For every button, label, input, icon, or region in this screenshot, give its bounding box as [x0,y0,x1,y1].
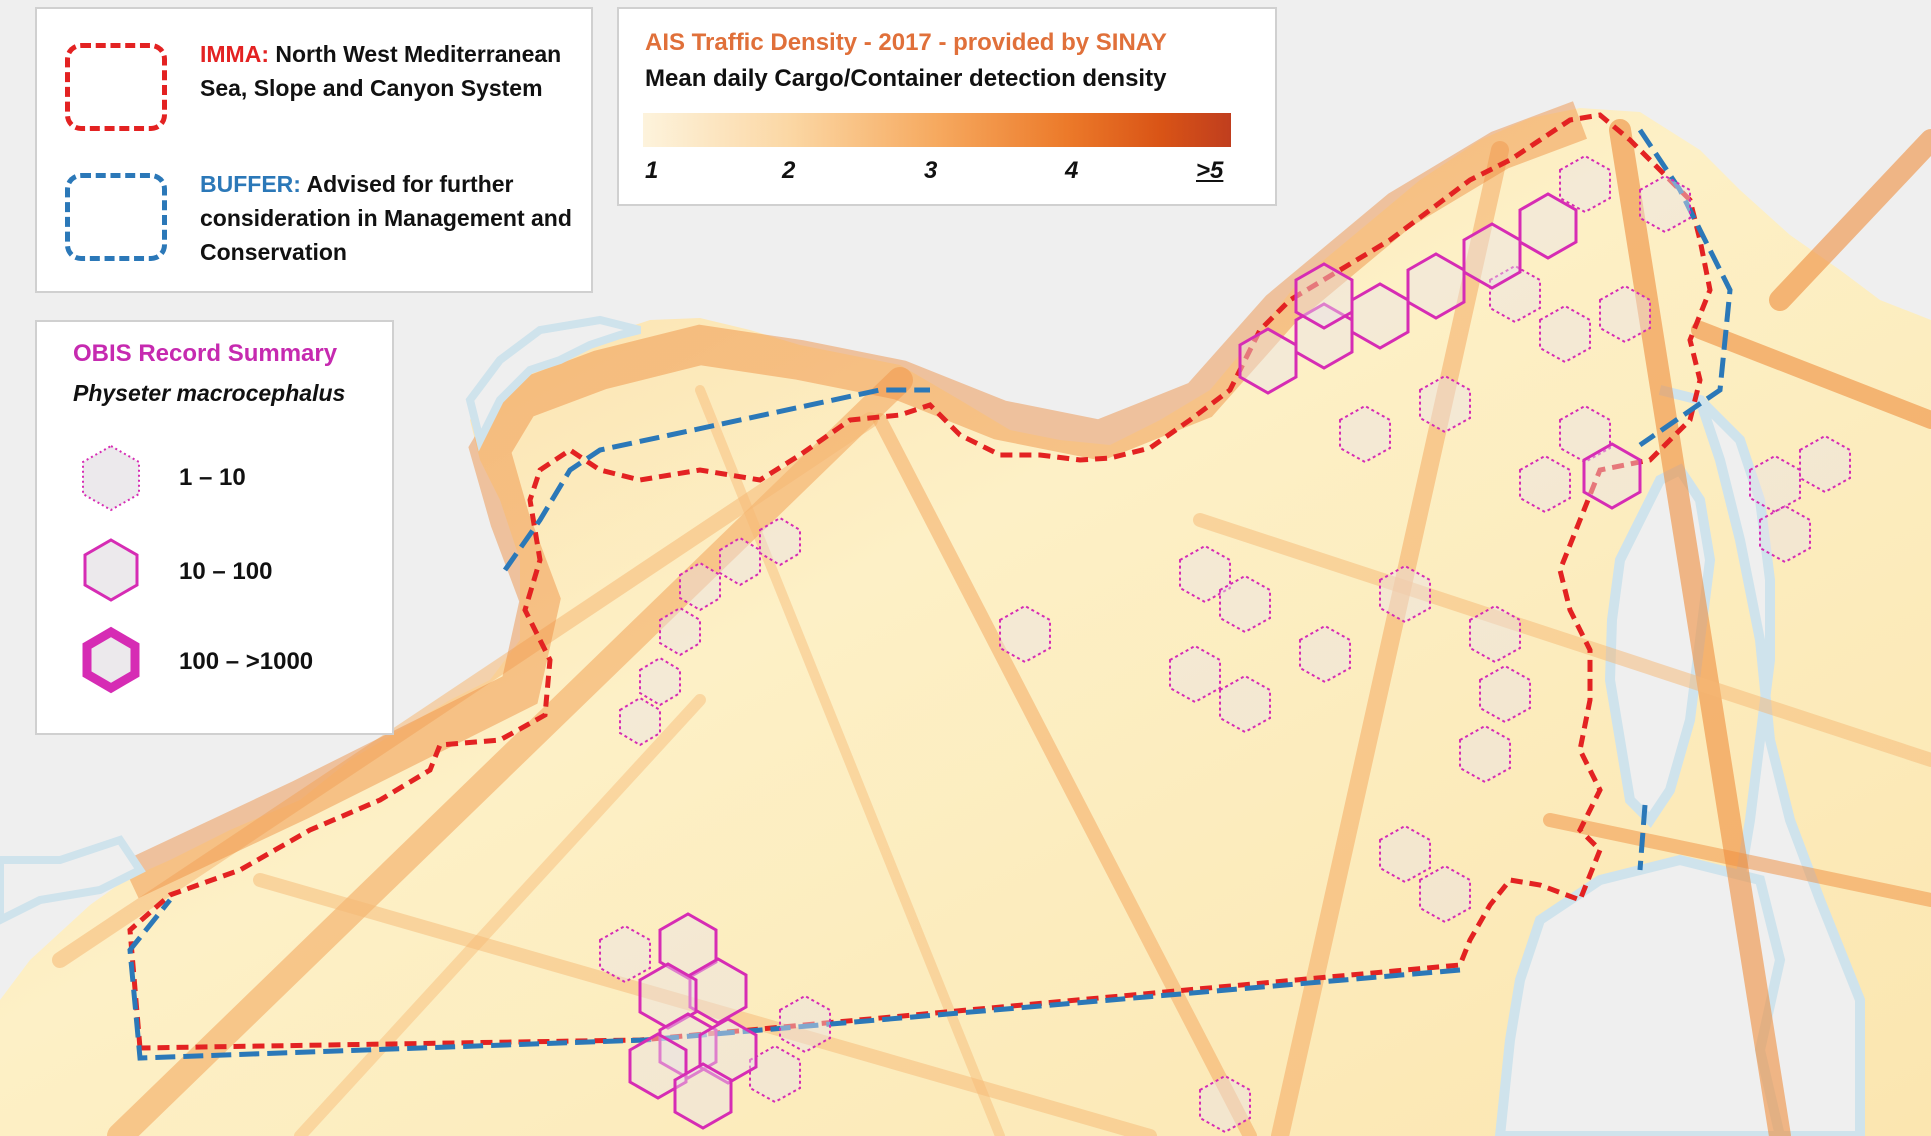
hexagon-medium-icon [83,538,139,602]
imma-description: North West Mediterranean Sea, Slope and … [200,41,562,101]
traffic-tick-2: 2 [782,157,796,184]
traffic-tick-3: 3 [924,157,938,184]
legend-imma-row: IMMA: North West Mediterranean Sea, Slop… [65,37,585,137]
traffic-color-ramp [643,113,1231,147]
obis-class-row-2: 10 – 100 [71,532,371,612]
legend-buffer-text: BUFFER: Advised for further consideratio… [200,167,580,269]
obis-class-label-3: 100 – >1000 [179,648,314,675]
obis-class-label-2: 10 – 100 [179,558,273,585]
buffer-key: BUFFER: [200,171,301,197]
legend-buffer-row: BUFFER: Advised for further consideratio… [65,167,585,267]
legend-imma-text: IMMA: North West Mediterranean Sea, Slop… [200,37,580,105]
imma-key: IMMA: [200,41,269,67]
coastline-land [0,315,641,925]
legend-areas-panel: IMMA: North West Mediterranean Sea, Slop… [35,7,593,293]
legend-obis-panel: OBIS Record Summary Physeter macrocephal… [35,320,394,735]
traffic-tick-4: 4 [1065,157,1079,184]
obis-legend-title: OBIS Record Summary [73,340,338,367]
buffer-boundary [127,128,1733,1061]
imma-boundary [127,112,1713,1051]
obis-class-row-1: 1 – 10 [71,440,371,520]
traffic-tick-1: 1 [645,157,659,184]
obis-hexagons [599,154,1851,1134]
obis-class-row-3: 100 – >1000 [71,622,371,702]
obis-species-name: Physeter macrocephalus [73,380,346,406]
obis-class-label-1: 1 – 10 [179,464,246,491]
shipping-lanes [52,119,1931,1136]
buffer-swatch [65,173,167,261]
traffic-legend-subtitle: Mean daily Cargo/Container detection den… [645,65,1167,92]
hexagon-dotted-icon [82,444,140,512]
traffic-legend-title: AIS Traffic Density - 2017 - provided by… [645,29,1167,56]
legend-traffic-panel: AIS Traffic Density - 2017 - provided by… [617,7,1277,206]
imma-swatch [65,43,167,131]
buffer-description: Advised for further consideration in Man… [200,171,572,265]
traffic-tick-5: >5 [1196,157,1224,184]
hexagon-thick-icon [82,626,140,694]
